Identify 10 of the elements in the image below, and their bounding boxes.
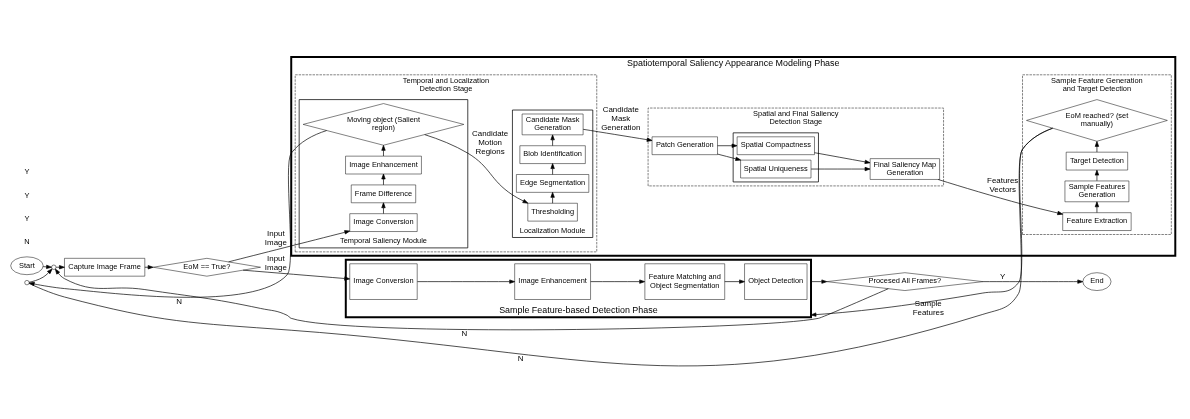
edge-label: Y — [1000, 272, 1006, 282]
edge-label: Candidate Mask Generation — [601, 105, 641, 133]
edge-label: N — [517, 353, 524, 363]
edge-label: Candidate Motion Regions — [472, 129, 509, 157]
edge-label: Features Vectors — [987, 175, 1019, 194]
edge-label: Input Image — [264, 229, 287, 248]
edge-label: N — [461, 328, 468, 338]
edge-label: N — [176, 296, 182, 306]
edge-label: Sample Features — [912, 298, 944, 317]
edge-label: Input Image — [264, 254, 287, 273]
